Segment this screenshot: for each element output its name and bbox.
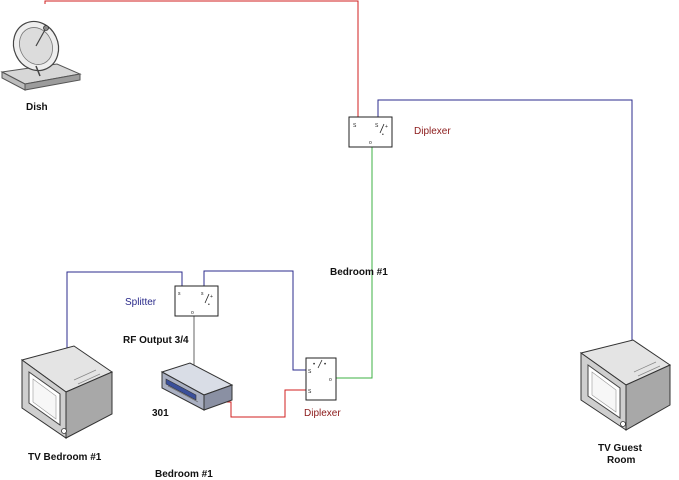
diplexer-top-label: Diplexer xyxy=(414,126,451,137)
tv-bedroom-label: TV Bedroom #1 xyxy=(28,452,102,463)
tv-guest-room-icon xyxy=(579,339,672,431)
bedroom-mid-label: Bedroom #1 xyxy=(330,267,388,278)
dish-to-diplexer-wire xyxy=(44,0,359,117)
rf-output-label: RF Output 3/4 xyxy=(123,335,189,346)
receiver-model-label: 301 xyxy=(152,408,169,419)
tv-bedroom-icon xyxy=(20,345,114,439)
receiver-to-diplexer-wire xyxy=(222,389,306,418)
diplexer-top-box: S S + • o xyxy=(348,116,393,148)
splitter-to-diplexer-wire xyxy=(203,270,306,371)
svg-text:o: o xyxy=(191,310,194,316)
satellite-dish-icon xyxy=(0,20,82,91)
svg-text:•: • xyxy=(382,132,384,138)
tv-guest-label-line2: Room xyxy=(607,455,635,466)
svg-text:S: S xyxy=(308,389,312,395)
splitter-to-tv-wire xyxy=(66,271,183,378)
svg-text:o: o xyxy=(329,377,332,383)
svg-text:•: • xyxy=(324,362,326,368)
svg-text:+: + xyxy=(210,294,213,300)
svg-text:s: s xyxy=(201,291,204,297)
diplexer-bottom-box: • • S S o xyxy=(305,357,337,401)
svg-text:s: s xyxy=(178,291,181,297)
diplexer-to-diplexer-wire xyxy=(336,147,373,379)
svg-text:S: S xyxy=(353,123,357,129)
diplexer-bottom-label: Diplexer xyxy=(304,408,341,419)
splitter-box-icon: s s + • o xyxy=(174,285,219,317)
wires xyxy=(44,0,633,418)
svg-text:+: + xyxy=(385,124,388,130)
bedroom-bottom-label: Bedroom #1 xyxy=(155,469,213,480)
tv-guest-label-line1: TV Guest xyxy=(598,443,643,454)
svg-text:o: o xyxy=(369,140,372,146)
diplexer-to-guest-tv-wire xyxy=(377,99,633,385)
splitter-label: Splitter xyxy=(125,297,157,308)
set-top-box-icon xyxy=(160,362,234,411)
svg-text:•: • xyxy=(208,302,210,308)
dish-label: Dish xyxy=(26,102,48,113)
svg-text:S: S xyxy=(308,369,312,375)
svg-text:S: S xyxy=(375,123,379,129)
svg-text:•: • xyxy=(313,362,315,368)
